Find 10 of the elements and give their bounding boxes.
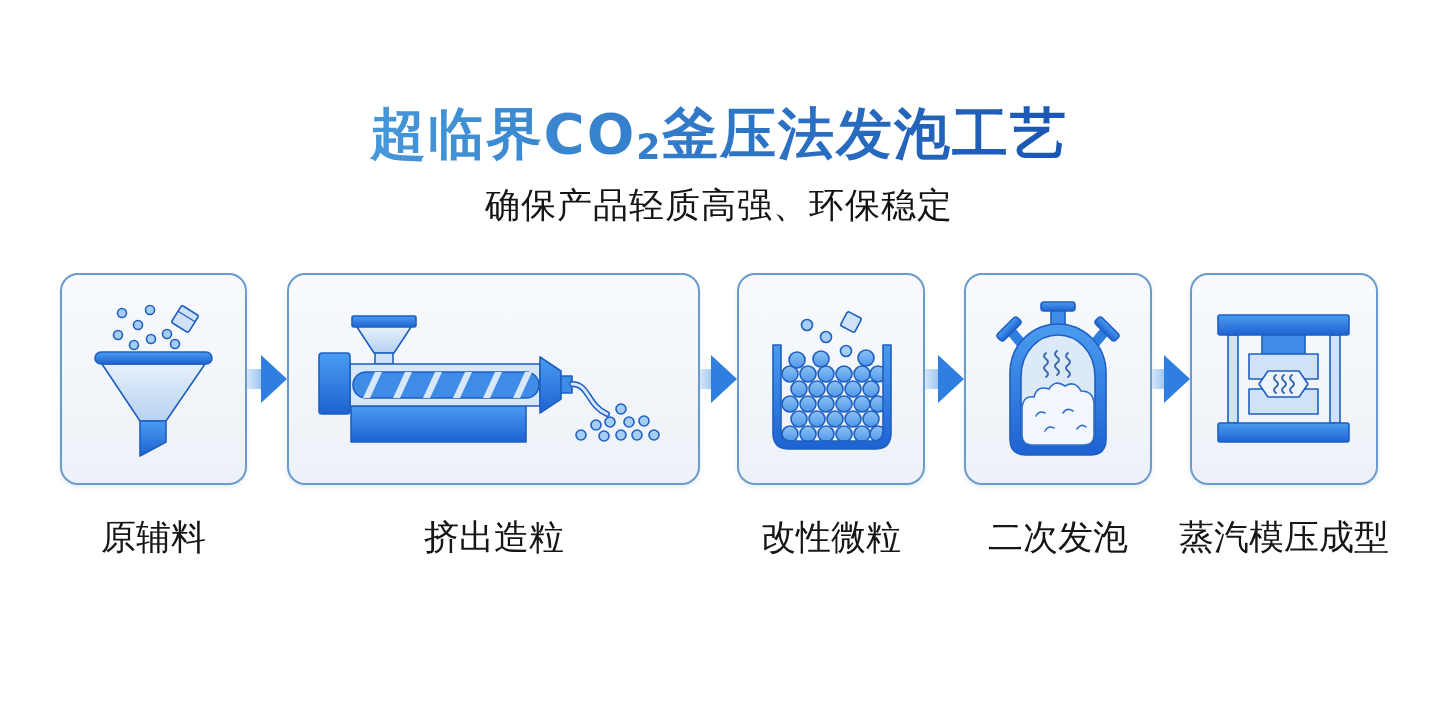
arrow [1152,355,1190,403]
step-label: 二次发泡 [988,516,1128,558]
step-label: 蒸汽模压成型 [1179,516,1389,558]
arrow [247,355,287,403]
step-label: 挤出造粒 [423,516,564,558]
arrow [925,355,964,403]
arrow [700,355,737,403]
subtitle: 确保产品轻质高强、环保稳定 [485,185,953,225]
step-label: 改性微粒 [761,516,901,558]
step-label: 原辅料 [101,516,206,558]
